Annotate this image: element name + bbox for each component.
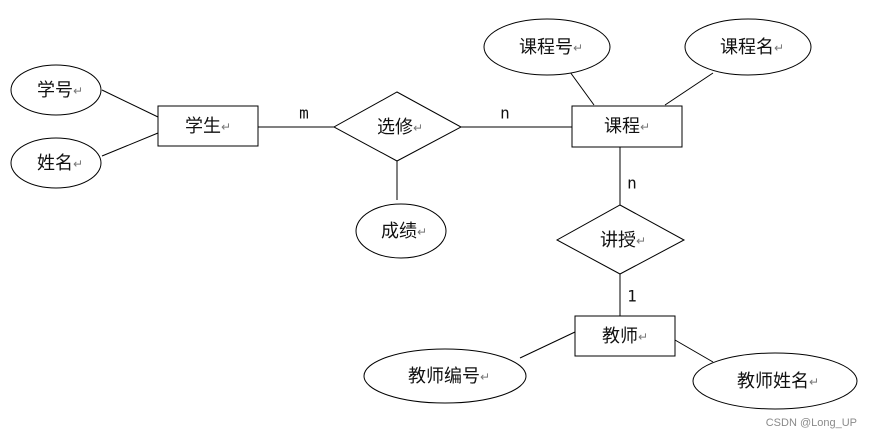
- entity-teacher-label: 教师↵: [602, 326, 648, 347]
- attribute-student-id: 学号↵: [10, 64, 102, 116]
- edge-student-name: [101, 132, 159, 157]
- attribute-course-id: 课程号↵: [483, 18, 611, 76]
- watermark: CSDN @Long_UP: [765, 417, 857, 429]
- attribute-student-id-label: 学号↵: [37, 80, 83, 101]
- entity-course: 课程↵: [571, 105, 683, 148]
- entity-course-label: 课程↵: [604, 116, 650, 137]
- attribute-teacher-id: 教师编号↵: [363, 348, 527, 404]
- cardinality-course-teach: n: [627, 174, 637, 193]
- entity-student-label: 学生↵: [185, 116, 231, 137]
- edge-course-id: [569, 71, 595, 106]
- relationship-teach-label: 讲授↵: [600, 230, 646, 251]
- edge-student-id: [101, 89, 159, 118]
- attribute-student-name: 姓名↵: [10, 137, 102, 189]
- attribute-grade-label: 成绩↵: [381, 221, 427, 242]
- cardinality-student-enroll: m: [299, 104, 309, 123]
- attribute-course-name-label: 课程名↵: [720, 37, 784, 58]
- cardinality-teach-teacher: 1: [627, 287, 637, 306]
- attribute-teacher-id-label: 教师编号↵: [408, 366, 490, 387]
- entity-teacher: 教师↵: [574, 315, 676, 357]
- attribute-grade: 成绩↵: [355, 203, 447, 259]
- relationship-teach: 讲授↵: [555, 204, 686, 275]
- relationship-enroll: 选修↵: [332, 91, 463, 162]
- attribute-teacher-name: 教师姓名↵: [692, 352, 858, 410]
- attribute-student-name-label: 姓名↵: [37, 153, 83, 174]
- cardinality-enroll-course: n: [500, 104, 510, 123]
- attribute-course-id-label: 课程号↵: [519, 37, 583, 58]
- attribute-teacher-name-label: 教师姓名↵: [737, 371, 819, 392]
- entity-student: 学生↵: [157, 105, 259, 147]
- edge-teacher-name: [674, 339, 714, 363]
- edge-course-name: [664, 72, 714, 106]
- attribute-course-name: 课程名↵: [684, 18, 812, 76]
- edge-teacher-id: [519, 331, 576, 359]
- relationship-enroll-label: 选修↵: [377, 117, 423, 138]
